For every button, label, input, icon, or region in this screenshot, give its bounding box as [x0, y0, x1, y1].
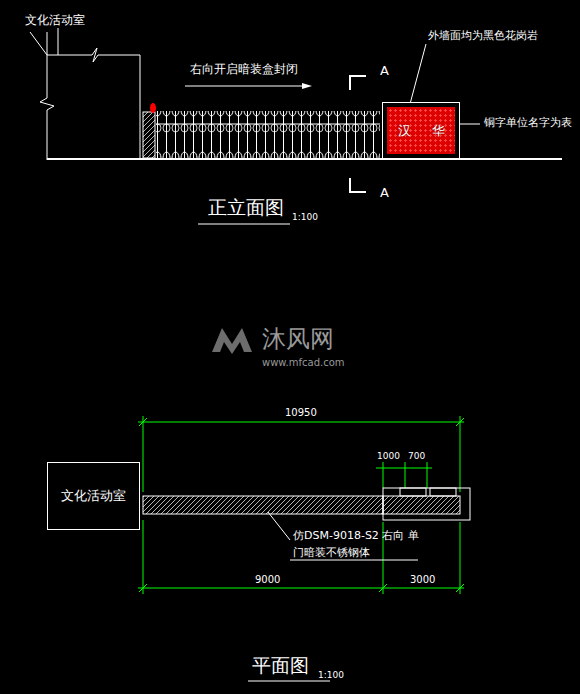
- title-underline: [248, 681, 330, 682]
- leader-line: [268, 512, 290, 540]
- leader-line: [410, 44, 426, 104]
- section-mark: [350, 178, 366, 192]
- gate-rail: [156, 124, 380, 125]
- scale: 1:100: [292, 212, 318, 222]
- view-title: 平面图: [252, 655, 309, 677]
- section-letter: A: [380, 64, 389, 79]
- watermark: 沐风网: [262, 326, 334, 354]
- nameplate-wall: 汉华: [382, 102, 460, 159]
- dimension: 1000: [377, 451, 400, 461]
- gate-track: [143, 496, 383, 514]
- room-name: 文化活动室: [25, 14, 85, 28]
- gate-fence: [156, 111, 380, 159]
- gate-housing: [383, 488, 470, 520]
- opening-note: 右向开启暗装盒封闭: [190, 63, 298, 77]
- gate-body: [383, 496, 460, 514]
- housing-detail: [430, 488, 456, 496]
- building-box: 文化活动室: [47, 462, 140, 530]
- material-note: 外墙面均为黑色花岗岩: [428, 30, 538, 43]
- scale: 1:100: [318, 670, 344, 680]
- dimension: 700: [408, 451, 425, 461]
- dimension-lines: [138, 416, 464, 594]
- building-outline: [30, 28, 140, 160]
- room-name: 文化活动室: [61, 487, 126, 505]
- gate-post: [143, 112, 155, 158]
- arrowhead: [302, 83, 312, 89]
- copper-letter: 汉: [398, 122, 411, 140]
- section-letter: A: [380, 186, 389, 201]
- warning-lamp: [150, 103, 156, 113]
- watermark-logo: [212, 328, 252, 354]
- leader-underline: [290, 560, 418, 561]
- housing-detail: [400, 488, 426, 496]
- lettering-note: 铜字单位名字为表: [484, 117, 572, 130]
- dimension: 9000: [255, 574, 280, 586]
- direction-arrow: [185, 86, 305, 87]
- title-underline: [198, 224, 290, 225]
- section-mark: [350, 76, 366, 90]
- copper-letter: 华: [432, 122, 445, 140]
- product-callout: 仿DSM-9018-S2 右向 单门暗装不锈钢体: [293, 528, 419, 561]
- view-title: 正立面图: [208, 197, 284, 219]
- dimension: 3000: [410, 574, 435, 586]
- watermark-url: www.mfcad.com: [262, 357, 345, 369]
- dimension: 10950: [285, 407, 317, 419]
